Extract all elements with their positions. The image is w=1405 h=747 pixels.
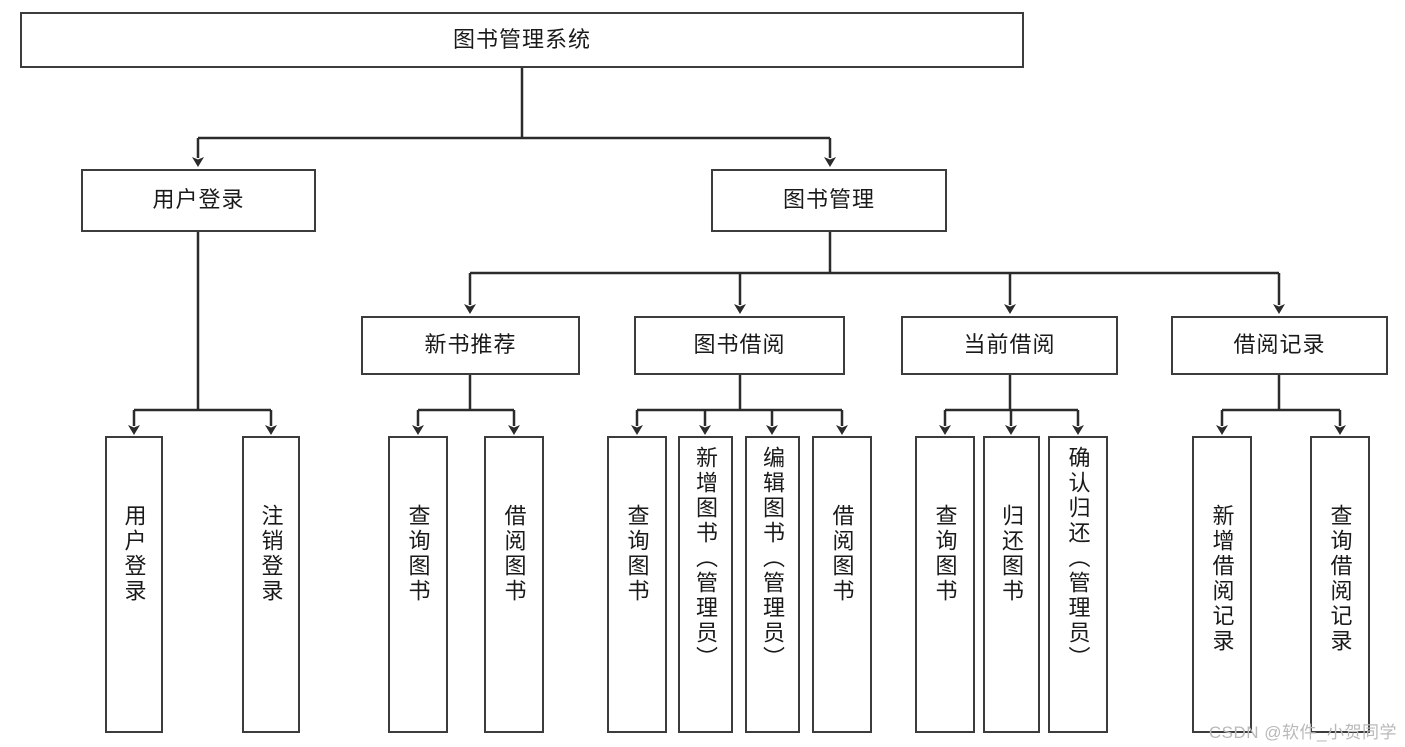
node-leaf-query-record[interactable]: 查询借阅记录	[1310, 436, 1370, 733]
node-leaf-return-book[interactable]: 归还图书	[983, 436, 1040, 733]
watermark: CSDN @软件_小贺同学	[1208, 723, 1397, 742]
node-label: 查询借阅记录	[1327, 504, 1353, 654]
node-label: 当前借阅	[963, 332, 1056, 358]
node-label: 借阅记录	[1233, 332, 1326, 358]
node-leaf-query-book-2[interactable]: 查询图书	[607, 436, 667, 733]
node-label: 新增图书（管理员）	[693, 446, 719, 671]
node-leaf-query-book-3[interactable]: 查询图书	[915, 436, 975, 733]
node-label: 新增借阅记录	[1209, 504, 1235, 654]
node-label: 图书借阅	[693, 332, 786, 358]
node-label: 编辑图书（管理员）	[760, 446, 786, 671]
node-current-borrow[interactable]: 当前借阅	[901, 316, 1118, 375]
node-label: 查询图书	[932, 504, 958, 604]
node-book-manage[interactable]: 图书管理	[711, 169, 947, 232]
node-label: 用户登录	[121, 504, 147, 604]
node-new-book-recommend[interactable]: 新书推荐	[361, 316, 580, 375]
node-leaf-borrow-book-2[interactable]: 借阅图书	[812, 436, 872, 733]
node-leaf-query-book-1[interactable]: 查询图书	[388, 436, 448, 733]
node-root[interactable]: 图书管理系统	[20, 12, 1024, 68]
node-label: 注销登录	[258, 504, 284, 604]
node-borrow-record[interactable]: 借阅记录	[1171, 316, 1388, 375]
node-label: 图书管理系统	[452, 26, 591, 52]
node-leaf-logout[interactable]: 注销登录	[242, 436, 300, 733]
node-label: 归还图书	[999, 504, 1025, 604]
node-label: 查询图书	[405, 504, 431, 604]
node-user-login[interactable]: 用户登录	[81, 169, 316, 232]
node-leaf-add-record[interactable]: 新增借阅记录	[1192, 436, 1252, 733]
node-leaf-edit-book[interactable]: 编辑图书（管理员）	[745, 436, 800, 733]
node-label: 新书推荐	[424, 332, 517, 358]
node-label: 用户登录	[152, 187, 245, 213]
node-leaf-user-login[interactable]: 用户登录	[105, 436, 163, 733]
node-book-borrow[interactable]: 图书借阅	[634, 316, 845, 375]
node-label: 借阅图书	[501, 504, 527, 604]
node-leaf-confirm-return[interactable]: 确认归还（管理员）	[1048, 436, 1108, 733]
node-leaf-borrow-book-1[interactable]: 借阅图书	[484, 436, 544, 733]
node-label: 确认归还（管理员）	[1065, 446, 1091, 671]
node-label: 借阅图书	[829, 504, 855, 604]
node-leaf-add-book[interactable]: 新增图书（管理员）	[678, 436, 733, 733]
node-label: 图书管理	[782, 187, 875, 213]
node-label: 查询图书	[624, 504, 650, 604]
